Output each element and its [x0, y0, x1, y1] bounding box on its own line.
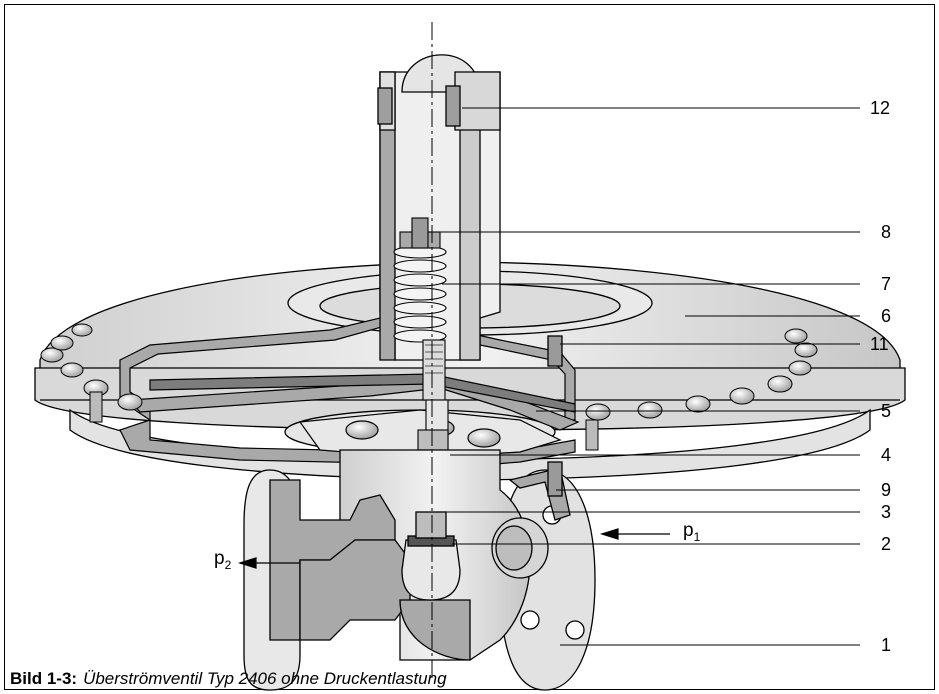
- caption-text: Überströmventil Typ 2406 ohne Druckentla…: [83, 669, 447, 688]
- callout-9: 9: [881, 480, 892, 500]
- callout-1: 1: [881, 635, 892, 655]
- flange-bolts: [40, 323, 818, 421]
- flow-arrows: [237, 528, 670, 569]
- callout-8: 8: [881, 222, 892, 242]
- callout-3: 3: [881, 502, 892, 522]
- callout-2: 2: [881, 534, 892, 554]
- figure-frame: [4, 4, 935, 690]
- spring: [393, 217, 447, 343]
- callout-4: 4: [881, 445, 892, 465]
- figure-caption: Bild 1-3: Überströmventil Typ 2406 ohne D…: [10, 669, 447, 689]
- callout-12: 12: [870, 98, 891, 118]
- callout-7: 7: [881, 274, 892, 294]
- pressure-p2-label: p2: [214, 548, 232, 572]
- caption-number: Bild 1-3:: [10, 669, 78, 688]
- valve-body: [243, 335, 596, 691]
- bolt-studs: [89, 391, 599, 451]
- leader-lines: [430, 107, 860, 646]
- callout-5: 5: [881, 401, 892, 421]
- pressure-p1-label: p1: [683, 520, 701, 544]
- callout-11: 11: [870, 334, 889, 354]
- spring-housing: [377, 54, 501, 361]
- callout-6: 6: [881, 306, 892, 326]
